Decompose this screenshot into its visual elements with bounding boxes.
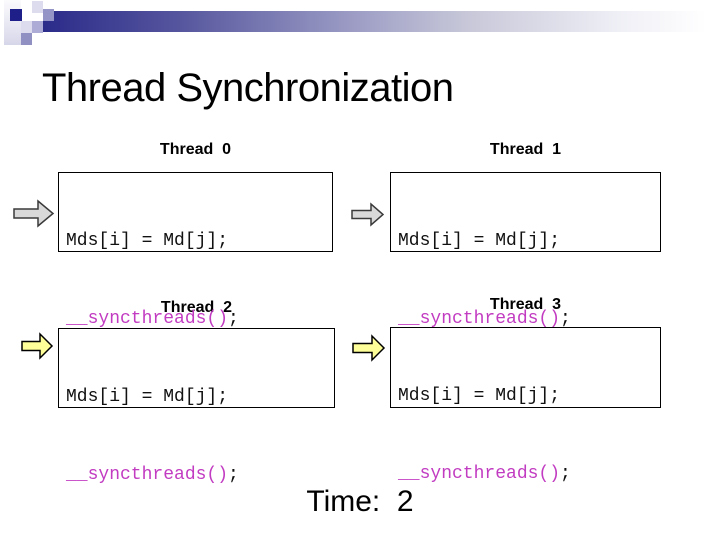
statement-terminator: ; xyxy=(228,465,239,485)
decor-square xyxy=(10,9,22,21)
decor-square xyxy=(32,21,43,33)
thread-0-label: Thread 0 xyxy=(159,141,232,158)
thread-0-code-line-2: __syncthreads(); xyxy=(66,306,332,332)
header-gradient-bar xyxy=(43,11,720,32)
decor-square xyxy=(32,1,43,13)
syncthreads-highlight: __syncthreads() xyxy=(66,309,229,329)
thread-1-code-box: Mds[i] = Md[j]; __syncthreads(); func(Md… xyxy=(390,172,661,407)
page-title: Thread Synchronization xyxy=(42,66,454,110)
thread-1-code-line-2: __syncthreads(); xyxy=(398,306,660,332)
thread-0-code-box: Mds[i] = Md[j]; __syncthreads(); func(Md… xyxy=(58,172,333,407)
thread-3-code-box: Mds[i] = Md[j]; __syncthreads(); func(Md… xyxy=(390,327,661,484)
statement-terminator: ; xyxy=(560,309,571,329)
decor-square xyxy=(21,21,32,33)
thread-2-code-line-1: Mds[i] = Md[j]; xyxy=(66,387,229,407)
statement-terminator: ; xyxy=(560,464,571,484)
thread-3-code-line-1: Mds[i] = Md[j]; xyxy=(398,386,561,406)
thread-1-pointer-arrow-icon xyxy=(351,202,385,227)
syncthreads-highlight: __syncthreads() xyxy=(398,464,561,484)
decor-vertical-bar xyxy=(4,0,21,45)
thread-3-code-line-2: __syncthreads(); xyxy=(398,461,660,487)
decor-square xyxy=(43,9,54,21)
thread-3-pointer-arrow-icon xyxy=(352,334,386,362)
thread-2-label: Thread 2 xyxy=(160,299,233,316)
thread-2-code-line-2: __syncthreads(); xyxy=(66,462,334,488)
thread-3-label: Thread 3 xyxy=(489,296,562,313)
time-caption: Time: 2 xyxy=(306,485,414,518)
syncthreads-highlight: __syncthreads() xyxy=(66,465,229,485)
thread-2-code-box: Mds[i] = Md[j]; __syncthreads(); func(Md… xyxy=(58,328,335,485)
thread-0-pointer-arrow-icon xyxy=(13,199,55,228)
thread-0-code-line-1: Mds[i] = Md[j]; xyxy=(66,231,229,251)
thread-1-label: Thread 1 xyxy=(489,141,562,158)
thread-1-code-line-1: Mds[i] = Md[j]; xyxy=(398,231,561,251)
thread-2-pointer-arrow-icon xyxy=(21,332,54,360)
syncthreads-highlight: __syncthreads() xyxy=(398,309,561,329)
statement-terminator: ; xyxy=(228,309,239,329)
decor-square xyxy=(21,33,32,45)
